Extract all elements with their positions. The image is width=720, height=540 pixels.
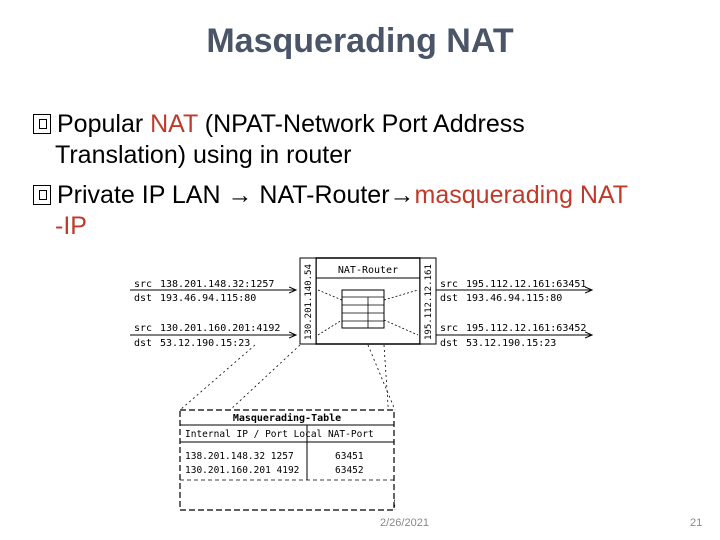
router-label: NAT-Router [338, 265, 398, 276]
src-label: src [440, 323, 458, 334]
bullet-text: Private IP LAN [57, 181, 228, 209]
bullet-highlight: NAT [150, 110, 198, 138]
table-cell-internal: 138.201.148.32 1257 [185, 451, 294, 462]
table-projection-lines [179, 344, 396, 511]
arrow-right-icon: → [227, 181, 253, 209]
dst-address: 193.46.94.115:80 [466, 293, 562, 304]
table-header: Internal IP / Port Local NAT-Port [185, 429, 374, 440]
table-cell-nat-port: 63451 [335, 451, 364, 462]
dst-address: 53.12.190.15:23 [466, 338, 556, 349]
slide-title: Masquerading NAT [206, 22, 514, 60]
right-packet-1: src 195.112.12.161:63451 dst 193.46.94.1… [436, 279, 592, 304]
left-packet-2: src 130.201.160.201:4192 dst 53.12.190.1… [130, 323, 296, 349]
table-cell-internal: 130.201.160.201 4192 [185, 465, 299, 476]
nat-router: NAT-Router 130.201.140.54 195.112.12.161 [299, 257, 437, 345]
src-address: 138.201.148.32:1257 [160, 279, 274, 290]
table-cell-nat-port: 63452 [335, 465, 364, 476]
arrow-right-icon: → [389, 181, 415, 209]
footer-page-number: 21 [690, 517, 703, 529]
bullet-text: (NPAT-Network Port Address [197, 110, 525, 138]
bullet-private-lan: Private IP LAN → NAT-Router→masquerading… [33, 180, 628, 242]
src-address: 130.201.160.201:4192 [160, 323, 280, 334]
bullet-highlight: masquerading NAT [414, 181, 629, 209]
right-packet-2: src 195.112.12.161:63452 dst 53.12.190.1… [436, 323, 592, 349]
src-address: 195.112.12.161:63452 [466, 323, 586, 334]
bullet-text: NAT-Router [252, 181, 390, 209]
dst-label: dst [134, 338, 152, 349]
left-packet-1: src 138.201.148.32:1257 dst 193.46.94.11… [130, 279, 296, 304]
dst-label: dst [134, 293, 152, 304]
dst-address: 193.46.94.115:80 [160, 293, 256, 304]
dst-address: 53.12.190.15:23 [160, 338, 250, 349]
dst-label: dst [440, 293, 458, 304]
bullet-nat-popular: Popular NAT (NPAT-Network Port Address T… [33, 109, 525, 171]
src-label: src [134, 323, 152, 334]
bullet-text: Popular [57, 110, 151, 138]
table-title: Masquerading-Table [233, 412, 341, 424]
src-label: src [134, 279, 152, 290]
masquerading-table: Masquerading-Table Internal IP / Port Lo… [179, 409, 395, 511]
footer-date: 2/26/2021 [380, 517, 429, 529]
src-address: 195.112.12.161:63451 [466, 279, 586, 290]
bullet-text-continued: Translation) using in router [55, 141, 352, 169]
left-interface-ip: 130.201.140.54 [304, 264, 314, 340]
bullet-marker-icon [33, 185, 51, 205]
right-interface-ip: 195.112.12.161 [424, 264, 434, 340]
src-label: src [440, 279, 458, 290]
bullet-highlight-continued: -IP [55, 212, 87, 240]
dst-label: dst [440, 338, 458, 349]
bullet-marker-icon [33, 114, 51, 134]
